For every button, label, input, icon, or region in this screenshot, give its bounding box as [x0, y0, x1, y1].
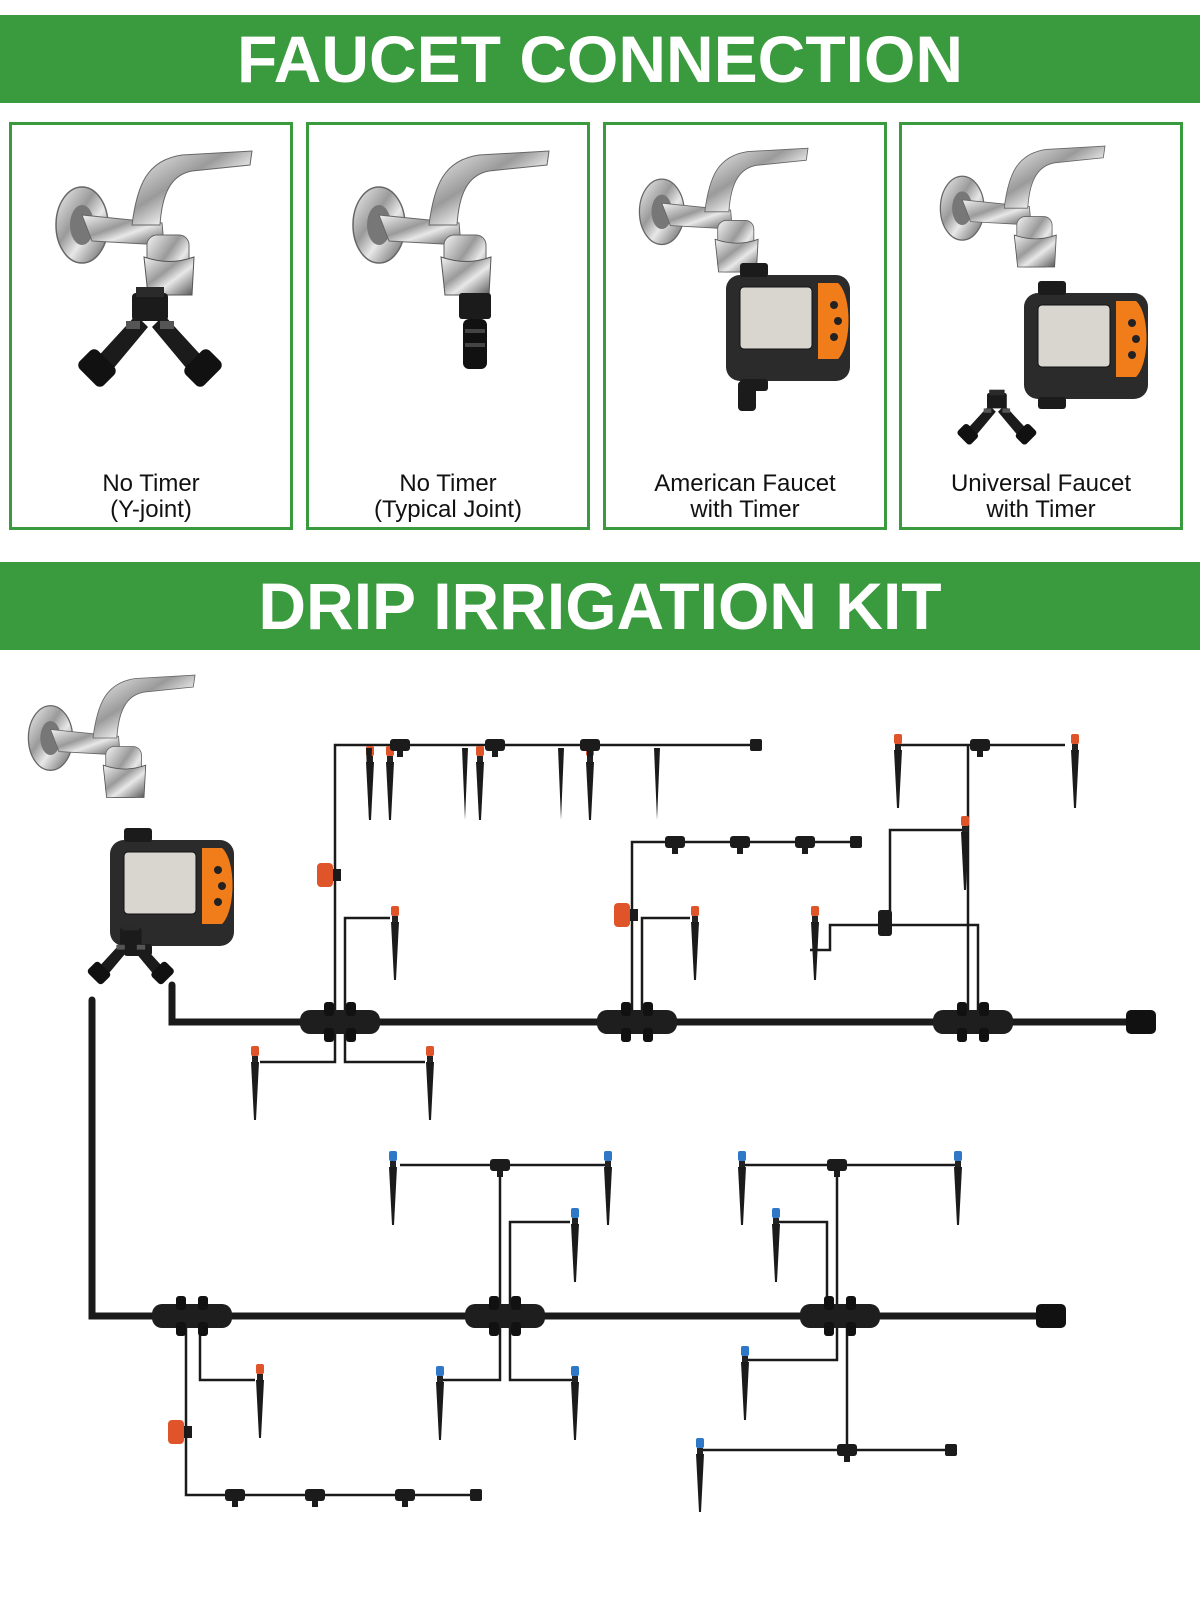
main-tubing [88, 981, 1139, 1320]
caption-line1: Universal Faucet [950, 470, 1132, 497]
drippers [251, 734, 1079, 1512]
kit-faucet-timer [27, 674, 235, 986]
faucet-timer-illustration [638, 147, 851, 411]
card-caption: No Timer (Typical Joint) [309, 471, 587, 523]
drip-kit-diagram [27, 674, 1156, 1512]
caption-line1: No Timer [102, 470, 200, 497]
stakes [366, 748, 660, 820]
faucet-y-joint-illustration [55, 150, 253, 390]
faucet-timer-y-illustration [939, 145, 1149, 446]
card-caption: American Faucet with Timer [606, 471, 884, 523]
card-universal-faucet-timer: Universal Faucet with Timer [899, 122, 1183, 530]
caption-line2: with Timer [690, 496, 800, 523]
card-no-timer-y-joint: No Timer (Y-joint) [9, 122, 293, 530]
valves [168, 863, 638, 1444]
branch-tubing [184, 743, 1140, 1497]
card-caption: Universal Faucet with Timer [902, 471, 1180, 523]
caption-line2: (Y-joint) [110, 496, 192, 523]
faucet-typical-joint-illustration [352, 150, 550, 369]
tees [225, 739, 990, 1507]
caption-line1: American Faucet [654, 470, 836, 497]
connectors [152, 1002, 1156, 1336]
caption-line2: with Timer [986, 496, 1096, 523]
drip-irrigation-kit-banner: DRIP IRRIGATION KIT [0, 562, 1200, 650]
card-caption: No Timer (Y-joint) [12, 471, 290, 523]
card-american-faucet-timer: American Faucet with Timer [603, 122, 887, 530]
faucet-connection-banner: FAUCET CONNECTION [0, 15, 1200, 103]
caption-line2: (Typical Joint) [373, 496, 523, 523]
card-no-timer-typical-joint: No Timer (Typical Joint) [306, 122, 590, 530]
caption-line1: No Timer [399, 470, 497, 497]
